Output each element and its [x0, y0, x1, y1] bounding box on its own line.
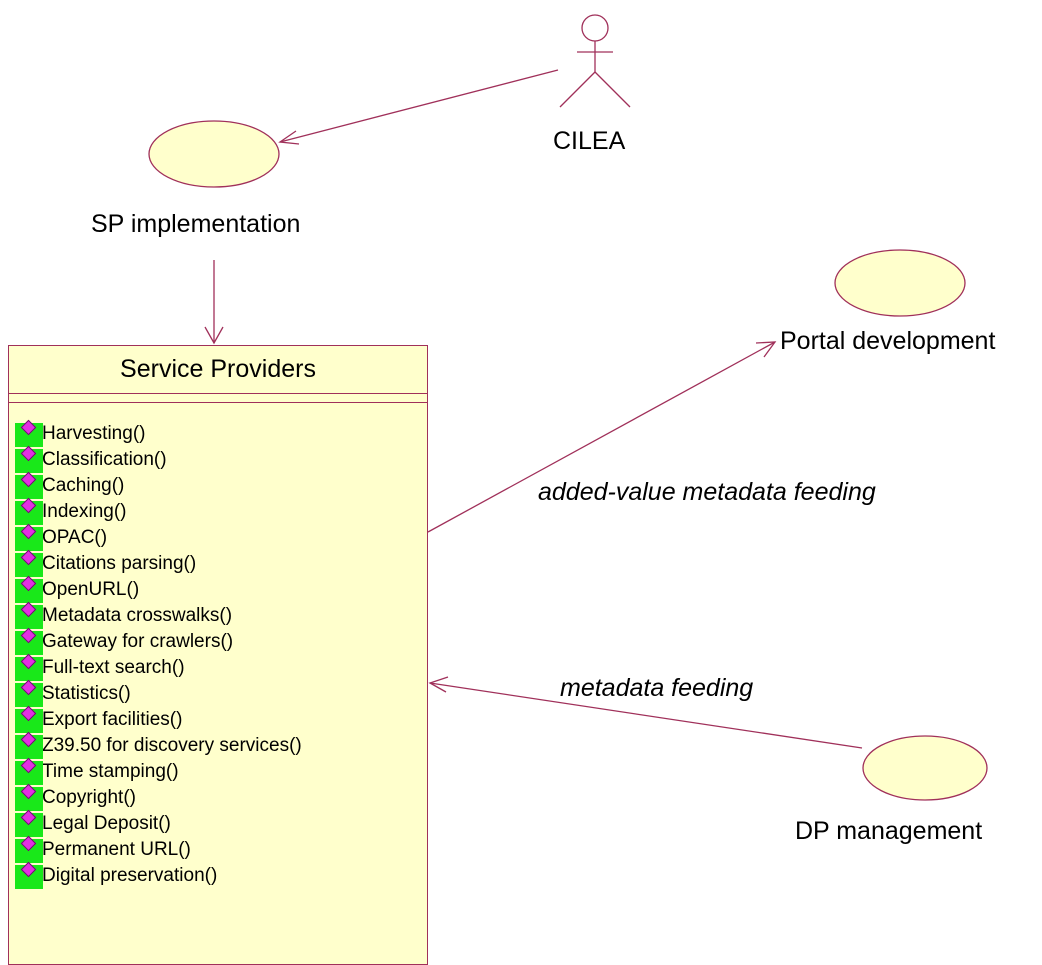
- operation-item[interactable]: Indexing(): [15, 497, 302, 525]
- use-case-portal-development[interactable]: [834, 249, 966, 317]
- operation-label: Permanent URL(): [42, 839, 191, 860]
- operation-item[interactable]: Copyright(): [15, 783, 302, 811]
- operation-icon: [15, 653, 43, 681]
- operation-item[interactable]: OPAC(): [15, 523, 302, 551]
- operation-item[interactable]: Statistics(): [15, 679, 302, 707]
- operation-label: Statistics(): [42, 683, 131, 704]
- operation-icon: [15, 809, 43, 837]
- operation-item[interactable]: Full-text search(): [15, 653, 302, 681]
- actor-cilea-label: CILEA: [553, 127, 626, 155]
- operation-item[interactable]: Digital preservation(): [15, 861, 302, 889]
- operation-icon: [15, 601, 43, 629]
- operation-label: Digital preservation(): [42, 865, 218, 886]
- operation-label: Metadata crosswalks(): [42, 605, 233, 626]
- operation-item[interactable]: Z39.50 for discovery services(): [15, 731, 302, 759]
- operation-icon: [15, 731, 43, 759]
- operation-label: OpenURL(): [42, 579, 140, 600]
- operation-item[interactable]: Caching(): [15, 471, 302, 499]
- operation-icon: [15, 575, 43, 603]
- operations-list: Harvesting() Classification() Caching() Ind…: [15, 419, 302, 889]
- operation-icon: [15, 445, 43, 473]
- association-added-value-label: added-value metadata feeding: [538, 478, 876, 506]
- operation-icon: [15, 471, 43, 499]
- operation-label: Time stamping(): [42, 761, 179, 782]
- use-case-sp-implementation[interactable]: [148, 120, 280, 188]
- operation-label: Copyright(): [42, 787, 136, 808]
- operation-icon: [15, 523, 43, 551]
- arrow-sp-implementation-to-service-providers: [204, 260, 224, 345]
- operation-icon: [15, 419, 43, 447]
- use-case-dp-management[interactable]: [862, 735, 988, 801]
- operation-item[interactable]: Export facilities(): [15, 705, 302, 733]
- operation-item[interactable]: OpenURL(): [15, 575, 302, 603]
- association-metadata-feeding-label: metadata feeding: [560, 674, 754, 702]
- operation-item[interactable]: Classification(): [15, 445, 302, 473]
- operation-icon: [15, 783, 43, 811]
- arrow-dp-management-to-service-providers: [428, 676, 863, 749]
- operation-icon: [15, 861, 43, 889]
- arrow-cilea-to-sp-implementation: [278, 69, 559, 145]
- operation-item[interactable]: Gateway for crawlers(): [15, 627, 302, 655]
- operation-icon: [15, 497, 43, 525]
- operation-item[interactable]: Legal Deposit(): [15, 809, 302, 837]
- operation-label: Harvesting(): [42, 423, 146, 444]
- operation-item[interactable]: Permanent URL(): [15, 835, 302, 863]
- operation-label: Citations parsing(): [42, 553, 197, 574]
- class-name: Service Providers: [9, 346, 427, 394]
- operation-icon: [15, 835, 43, 863]
- operation-icon: [15, 679, 43, 707]
- operation-item[interactable]: Time stamping(): [15, 757, 302, 785]
- operation-icon: [15, 627, 43, 655]
- operation-item[interactable]: Harvesting(): [15, 419, 302, 447]
- use-case-portal-development-label: Portal development: [780, 327, 996, 355]
- operation-label: Legal Deposit(): [42, 813, 171, 834]
- operation-label: Gateway for crawlers(): [42, 631, 234, 652]
- operation-item[interactable]: Citations parsing(): [15, 549, 302, 577]
- operation-label: OPAC(): [42, 527, 108, 548]
- class-service-providers[interactable]: Service Providers Harvesting() Classifica…: [8, 345, 428, 965]
- arrow-service-providers-to-portal-development: [427, 341, 777, 533]
- use-case-sp-implementation-label: SP implementation: [91, 210, 301, 238]
- operation-icon: [15, 757, 43, 785]
- class-attributes-compartment: [9, 393, 427, 403]
- operation-icon: [15, 549, 43, 577]
- use-case-dp-management-label: DP management: [795, 817, 983, 845]
- operation-label: Export facilities(): [42, 709, 183, 730]
- operation-item[interactable]: Metadata crosswalks(): [15, 601, 302, 629]
- operation-label: Indexing(): [42, 501, 127, 522]
- operation-label: Z39.50 for discovery services(): [42, 735, 302, 756]
- operation-label: Caching(): [42, 475, 125, 496]
- operation-label: Full-text search(): [42, 657, 185, 678]
- actor-cilea-figure[interactable]: [559, 14, 631, 108]
- operation-icon: [15, 705, 43, 733]
- operation-label: Classification(): [42, 449, 167, 470]
